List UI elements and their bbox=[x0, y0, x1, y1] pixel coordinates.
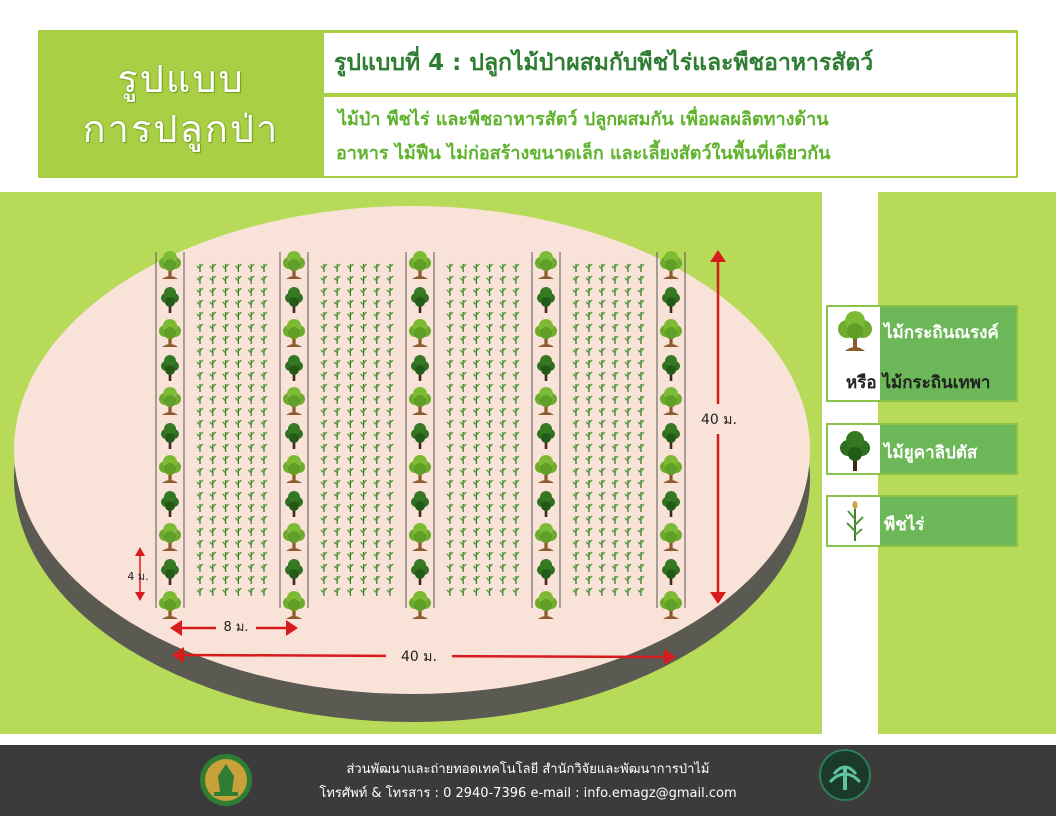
width-label-bg bbox=[386, 644, 452, 666]
header-left-line1: รูปแบบ bbox=[117, 57, 245, 101]
description-line1: ไม้ป่า พืชไร่ และพืชอาหารสัตว์ ปลูกผสมกั… bbox=[338, 109, 829, 130]
forest-research-office-logo-icon bbox=[819, 749, 871, 801]
legend-field-crop-label: พืชไร่ bbox=[884, 515, 925, 535]
row-spacing-label-bg bbox=[216, 616, 256, 636]
planting-rows bbox=[155, 251, 686, 619]
footer-bar bbox=[0, 745, 1056, 816]
height-label-bg bbox=[696, 404, 742, 434]
header-left-title: รูปแบบ การปลูกป่า bbox=[38, 30, 324, 178]
field-crop-icon bbox=[846, 501, 864, 541]
legend-eucalyptus: ไม้ยูคาลิปตัส bbox=[826, 423, 1018, 475]
acacia-tree-icon bbox=[838, 311, 872, 351]
header-left-line2: การปลูกป่า bbox=[82, 107, 280, 151]
legend-field-crop: พืชไร่ bbox=[826, 495, 1018, 547]
page-title: รูปแบบที่ 4 : ปลูกไม้ป่าผสมกับพืชไร่และพ… bbox=[334, 50, 874, 76]
height-label: 40 ม. bbox=[701, 412, 737, 428]
legend-acacia: ไม้กระถินณรงค์ หรือ ไม้กระถินเทพา bbox=[826, 305, 1018, 402]
eucalyptus-tree-icon bbox=[840, 431, 870, 471]
legend-eucalyptus-label: ไม้ยูคาลิปตัส bbox=[884, 443, 978, 463]
width-label: 40 ม. bbox=[401, 649, 437, 665]
footer-organization: ส่วนพัฒนาและถ่ายทอดเทคโนโลยี สำนักวิจัยแ… bbox=[346, 762, 710, 777]
legend-acacia-label1: ไม้กระถินณรงค์ bbox=[884, 323, 999, 343]
description-line2: อาหาร ไม้ฟืน ไม่ก่อสร้างขนาดเล็ก และเลี้… bbox=[336, 143, 831, 164]
planting-layout-diagram: 40 ม. 40 ม. 8 ม. 4 ม. bbox=[14, 206, 810, 722]
header-title-box: รูปแบบที่ 4 : ปลูกไม้ป่าผสมกับพืชไร่และพ… bbox=[324, 33, 1016, 93]
footer-contact: โทรศัพท์ & โทรสาร : 0 2940-7396 e-mail :… bbox=[319, 786, 737, 801]
header-description-box: ไม้ป่า พืชไร่ และพืชอาหารสัตว์ ปลูกผสมกั… bbox=[324, 97, 1016, 176]
tree-spacing-label: 4 ม. bbox=[127, 570, 148, 583]
row-spacing-label: 8 ม. bbox=[223, 620, 248, 635]
royal-forest-department-logo-icon bbox=[200, 754, 252, 806]
legend-acacia-label2: หรือ ไม้กระถินเทพา bbox=[846, 373, 991, 393]
